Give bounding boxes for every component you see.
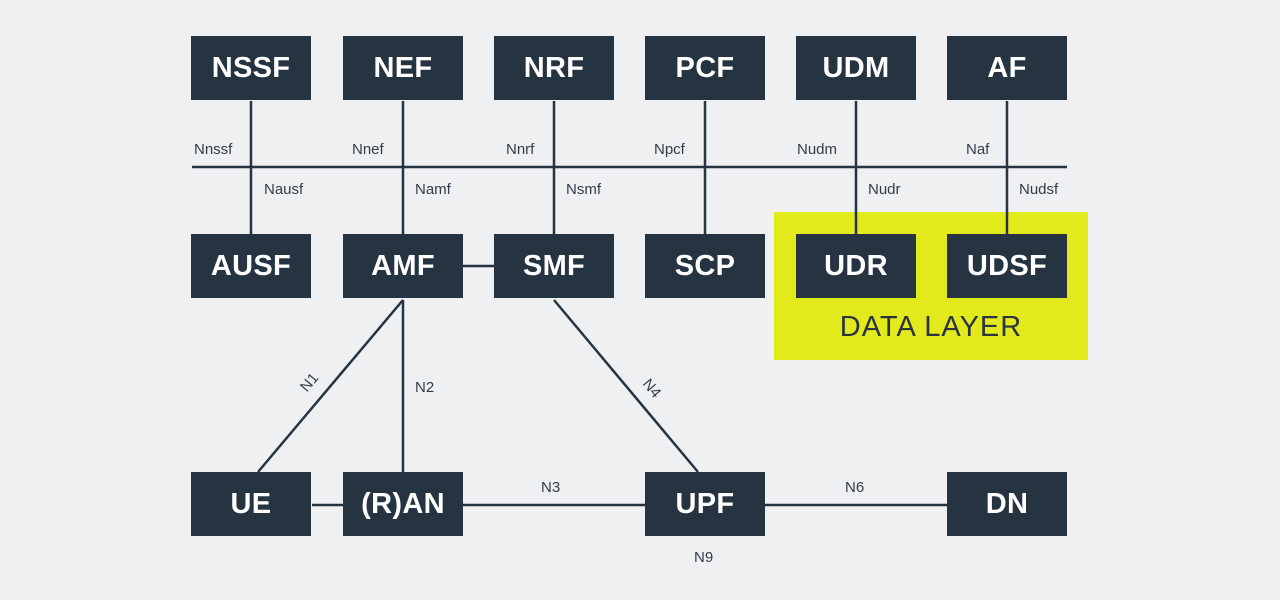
node-udr: UDR	[796, 234, 916, 298]
node-ausf: AUSF	[191, 234, 311, 298]
node-scp: SCP	[645, 234, 765, 298]
n1-line	[257, 299, 404, 473]
label-nudsf: Nudsf	[1019, 181, 1059, 198]
label-nnef: Nnef	[352, 141, 384, 158]
node-udm: UDM	[796, 36, 916, 100]
node-dn: DN	[947, 472, 1067, 536]
label-nsmf: Nsmf	[566, 181, 601, 198]
label-n9: N9	[694, 549, 714, 566]
node-ran: (R)AN	[343, 472, 463, 536]
label-n3: N3	[541, 479, 561, 496]
node-ue: UE	[191, 472, 311, 536]
label-n2: N2	[415, 379, 435, 396]
node-udsf: UDSF	[947, 234, 1067, 298]
label-nausf: Nausf	[264, 181, 304, 198]
label-namf: Namf	[415, 181, 451, 198]
label-npcf: Npcf	[654, 141, 685, 158]
node-upf: UPF	[645, 472, 765, 536]
data-layer-label: DATA LAYER	[839, 311, 1023, 343]
label-nudm: Nudm	[797, 141, 838, 158]
node-nef: NEF	[343, 36, 463, 100]
label-nudr: Nudr	[868, 181, 901, 198]
node-amf: AMF	[343, 234, 463, 298]
label-nnssf: Nnssf	[194, 141, 233, 158]
n4-line	[553, 299, 699, 473]
node-af: AF	[947, 36, 1067, 100]
node-nrf: NRF	[494, 36, 614, 100]
label-n6: N6	[845, 479, 865, 496]
node-nssf: NSSF	[191, 36, 311, 100]
node-smf: SMF	[494, 234, 614, 298]
label-naf: Naf	[966, 141, 990, 158]
node-pcf: PCF	[645, 36, 765, 100]
label-nnrf: Nnrf	[506, 141, 535, 158]
